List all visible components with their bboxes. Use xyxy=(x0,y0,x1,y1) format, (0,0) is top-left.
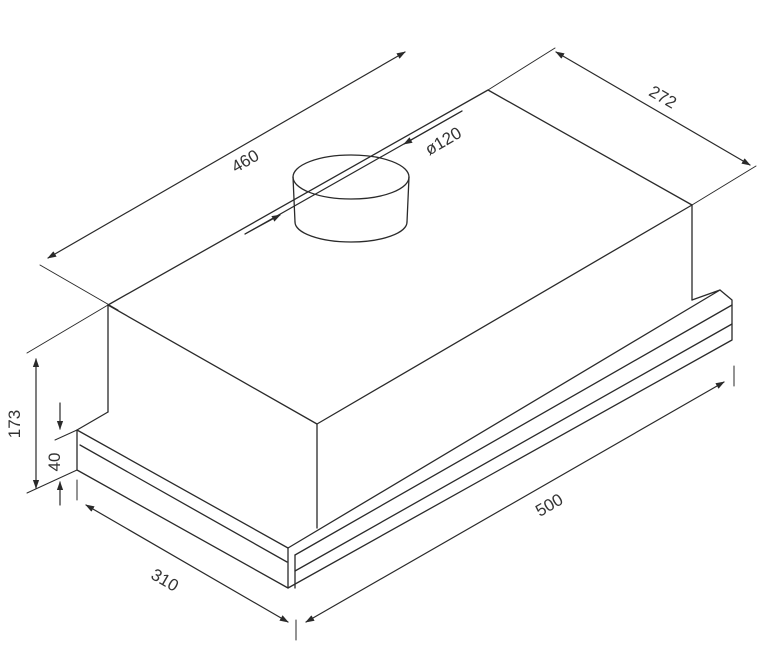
duct-bottom-arc xyxy=(294,221,408,243)
extension-line-173-bottom xyxy=(26,469,78,494)
dimension-label-272: 272 xyxy=(646,82,680,113)
dimension-173: 173 xyxy=(5,304,109,494)
hood-body xyxy=(107,89,693,529)
duct-right-side xyxy=(406,176,410,223)
tray-front-panel xyxy=(287,289,733,589)
dimension-label-173: 173 xyxy=(5,410,24,438)
dimension-460: 460 xyxy=(39,51,406,311)
extension-line-272-right xyxy=(691,165,757,206)
extension-line-460-left xyxy=(39,264,119,311)
tray-right-top-edge xyxy=(287,289,721,549)
dimension-line-310 xyxy=(85,504,289,623)
dimension-line-460 xyxy=(47,51,406,259)
dimension-line-272 xyxy=(555,51,751,166)
duct-top-ellipse xyxy=(292,154,410,200)
tray-front-top-face-line xyxy=(294,304,733,556)
dimension-40: 40 xyxy=(45,402,78,506)
dimension-310: 310 xyxy=(76,479,297,641)
dimension-label-diameter: ø120 xyxy=(422,123,465,159)
tray-left-inner-edge xyxy=(79,444,288,563)
dimension-500: 500 xyxy=(305,365,735,623)
extension-line-40-top xyxy=(54,429,78,441)
tray-front-right-slab xyxy=(294,323,733,572)
dimension-line-500 xyxy=(305,381,725,623)
tray-left-top-edge xyxy=(76,411,289,549)
dimension-272: 272 xyxy=(487,47,757,206)
dimension-label-310: 310 xyxy=(148,565,182,596)
extension-line-272-left xyxy=(487,47,556,91)
extension-line-173-top xyxy=(26,304,109,354)
pullout-tray xyxy=(76,289,733,589)
dimension-diameter-120: ø120 xyxy=(244,110,465,235)
diameter-arrow-left xyxy=(244,214,281,235)
dimension-label-500: 500 xyxy=(532,490,566,521)
hood-top-face xyxy=(107,89,693,425)
diameter-arrow-right xyxy=(403,110,463,145)
dimension-label-40: 40 xyxy=(45,453,64,472)
tray-left-end xyxy=(76,429,289,589)
